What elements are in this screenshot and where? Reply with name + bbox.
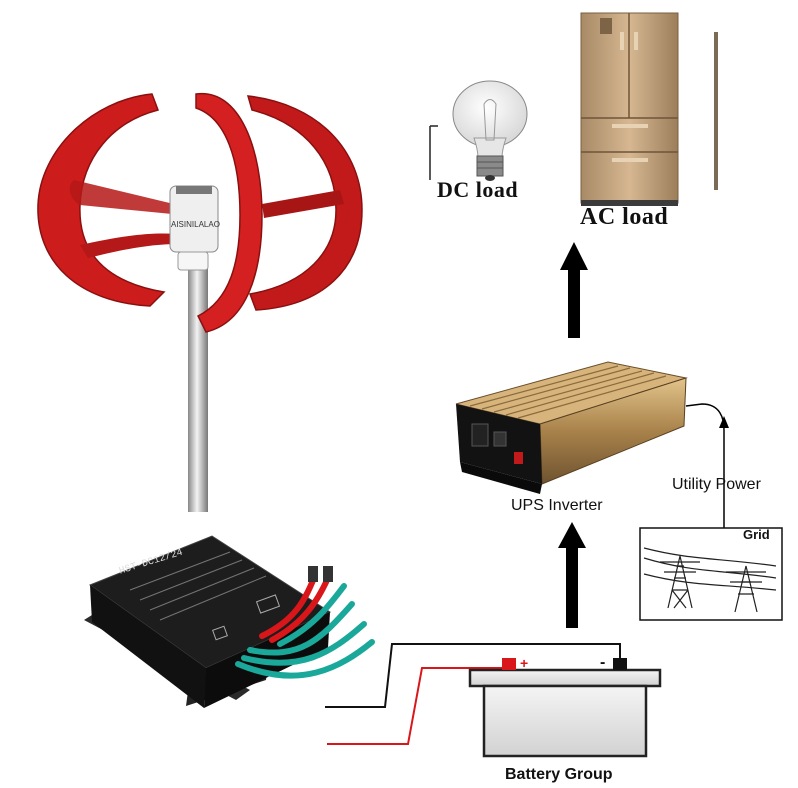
ups-inverter-label: UPS Inverter (511, 497, 603, 514)
turbine-blade-left (37, 93, 166, 307)
controller-wires (235, 566, 375, 679)
power-pylon-icon (639, 527, 783, 621)
battery-positive-sign: + (520, 655, 528, 671)
turbine-blade-right (246, 95, 363, 311)
inverter-icon (455, 361, 688, 494)
dc-load-label: DC load (437, 177, 519, 202)
bulb-glass (452, 80, 528, 148)
arrow-grid-to-inverter (685, 403, 729, 528)
light-bulb-icon (429, 80, 528, 181)
turbine-pole (188, 262, 208, 512)
vertical-pipe (714, 32, 718, 190)
grid-label: Grid (743, 527, 770, 542)
battery-icon: + - (468, 654, 662, 758)
bulb-base (476, 155, 504, 177)
refrigerator-icon (580, 12, 679, 206)
controller-icon (84, 535, 332, 708)
battery-group-label: Battery Group (505, 766, 613, 783)
turbine-generator (169, 185, 219, 253)
battery-negative-sign: - (600, 654, 605, 671)
battery-terminal-positive (502, 658, 516, 670)
utility-power-label: Utility Power (672, 476, 761, 493)
battery-wires (325, 643, 621, 745)
turbine-blade-center (195, 92, 263, 333)
arrow-inverter-to-ac-load (560, 242, 588, 338)
arrow-battery-to-inverter (558, 522, 586, 628)
grid-box (639, 527, 783, 621)
battery-body (482, 684, 648, 758)
turbine-brand-label: AISINILALAO (171, 220, 220, 229)
battery-terminal-negative (613, 658, 627, 670)
battery-lid (468, 668, 662, 688)
wind-turbine-icon (37, 92, 363, 512)
ac-load-label: AC load (580, 204, 669, 230)
